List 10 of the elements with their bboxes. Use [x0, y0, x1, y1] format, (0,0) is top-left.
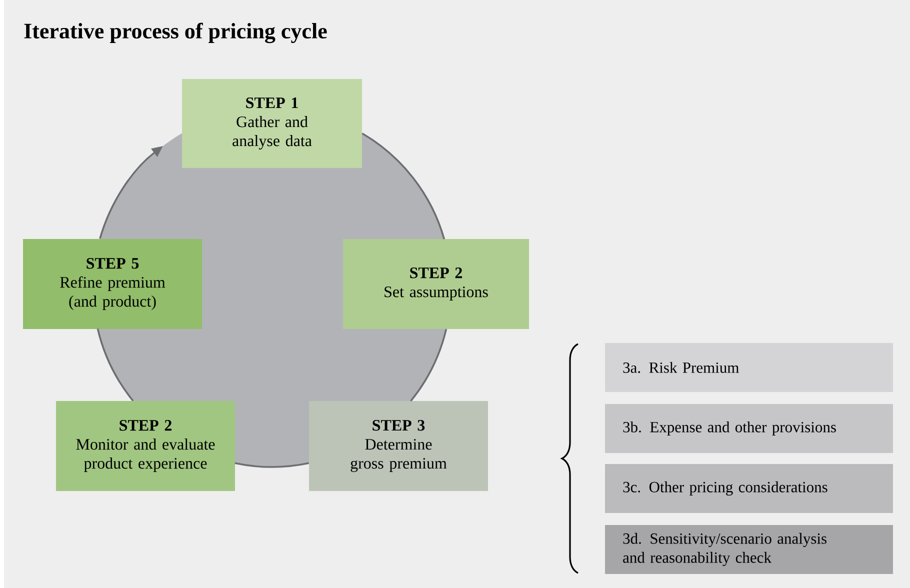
substep-box: 3b. Expense and other provisions [605, 404, 893, 453]
substep-box: 3a. Risk Premium [605, 342, 893, 392]
step-box: STEP 3 Determine gross premium [309, 400, 488, 491]
step-box: STEP 2 Monitor and evaluate product experience [56, 400, 235, 491]
step-box: STEP 1 Gather and analyse data [182, 79, 362, 168]
title: Iterative process of pricing cycle [24, 22, 327, 44]
substep-box: 3c. Other pricing considerations [605, 464, 893, 513]
step-box: STEP 2 Set assumptions [343, 238, 529, 329]
step-box: STEP 5 Refine premium (and product) [23, 238, 202, 329]
substep-box: 3d. Sensitivity/scenario analysis and reasonability check [605, 524, 893, 574]
